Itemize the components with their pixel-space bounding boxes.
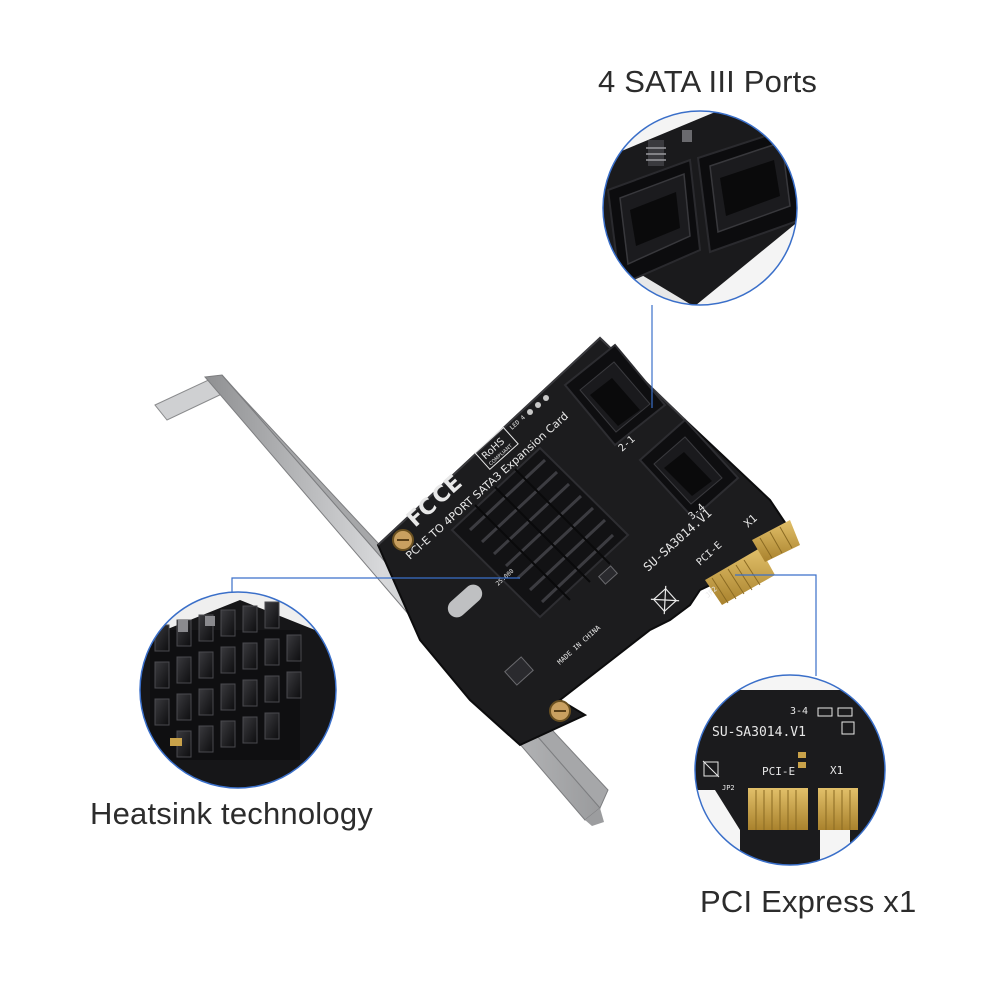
callout-line-pci	[735, 574, 817, 676]
zoom-lane-label: X1	[830, 764, 843, 777]
caption-pci-express: PCI Express x1	[700, 884, 917, 919]
caption-sata-ports: 4 SATA III Ports	[598, 64, 818, 99]
sata-port-upper	[563, 343, 667, 447]
zoom-model-label: SU-SA3014.V1	[712, 725, 806, 740]
heatsink	[450, 446, 630, 619]
zoom-jumper-label: JP2	[722, 784, 735, 792]
crystal-oscillator	[447, 584, 483, 618]
zoom-port-label: 3-4	[790, 706, 808, 717]
gold-edge-connector	[705, 520, 800, 605]
sata-port-lower	[638, 418, 740, 520]
mounting-screw-bottom	[549, 700, 571, 722]
weee-symbol-icon	[650, 585, 680, 615]
zoom-circle-pci: SU-SA3014.V1 PCI-E X1 3-4 JP2	[694, 674, 886, 866]
zoom-slot-label: PCI-E	[762, 765, 795, 778]
pcb-board: PCI-E TO 4PORT SATA3 Expansion Card FC C…	[376, 336, 800, 747]
zoom-circle-sata	[602, 110, 798, 306]
zoom-circle-heatsink	[139, 591, 337, 789]
caption-heatsink: Heatsink technology	[90, 796, 373, 831]
mounting-screw-top	[392, 529, 414, 551]
